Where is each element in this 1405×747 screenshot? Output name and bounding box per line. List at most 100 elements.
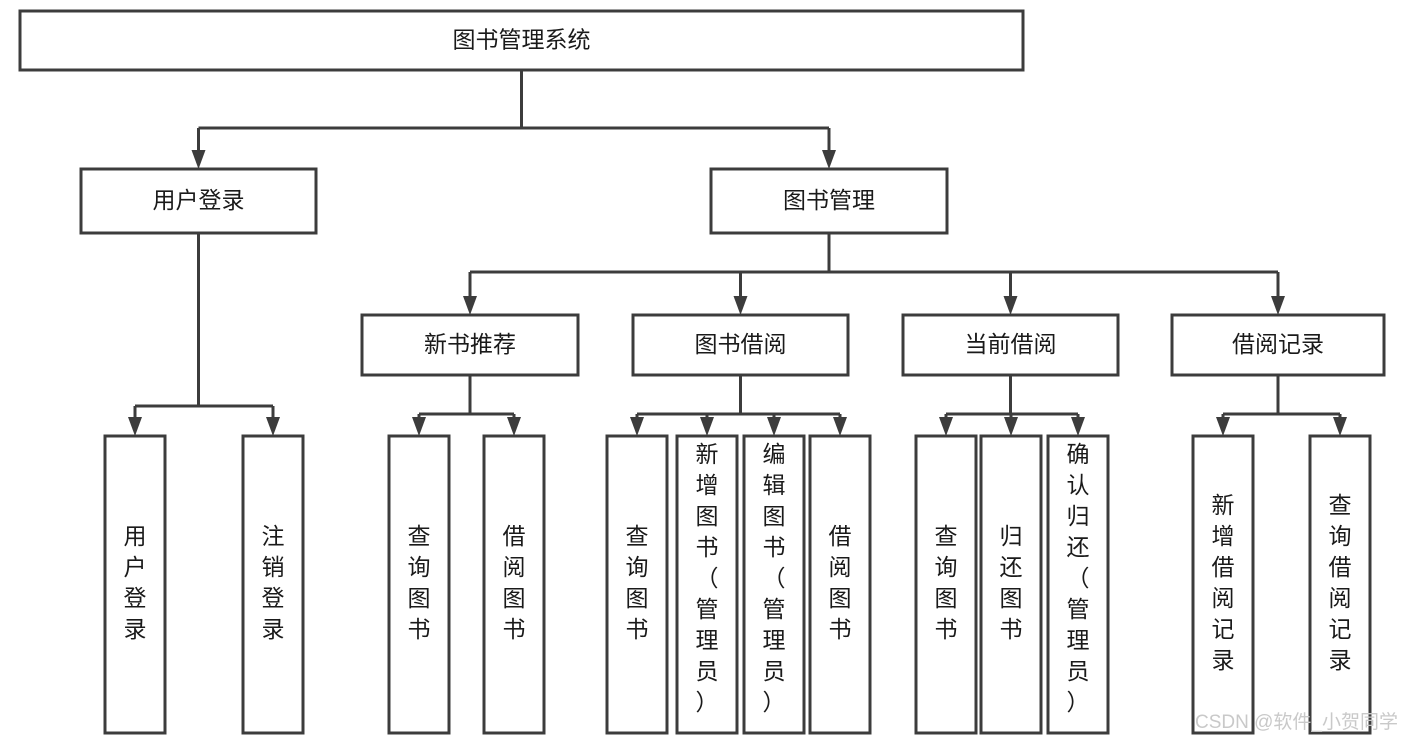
node-label: 当前借阅	[965, 331, 1057, 357]
node-label-char: 书	[408, 616, 431, 642]
node-label-char: 阅	[503, 554, 526, 580]
node-label: 新书推荐	[424, 331, 516, 357]
node-label-char: 管	[696, 596, 719, 622]
arrow-head-icon	[939, 417, 953, 436]
node-label-char: （	[696, 565, 719, 591]
node-label: 图书借阅	[695, 331, 787, 357]
node-label-char: 书	[935, 616, 958, 642]
csdn-watermark: CSDN @软件_小贺同学	[1195, 711, 1398, 733]
node-label-char: 查	[626, 523, 649, 549]
arrow-head-icon	[266, 417, 280, 436]
node-label-char: 询	[935, 554, 958, 580]
node-label-char: 理	[696, 627, 719, 653]
arrow-head-icon	[463, 296, 477, 315]
node-label-char: 注	[262, 523, 285, 549]
arrow-head-icon	[191, 150, 206, 169]
arrow-head-icon	[700, 417, 714, 436]
node-label-char: 员	[696, 658, 719, 684]
node-label-char: 询	[626, 554, 649, 580]
node-label-char: 增	[696, 472, 719, 498]
node-label-char: 归	[1000, 523, 1023, 549]
arrow-head-icon	[767, 417, 781, 436]
level3-node-图书借阅[interactable]: 图书借阅	[631, 313, 850, 377]
node-label-char: 增	[1212, 523, 1235, 549]
node-label-char: 书	[503, 616, 526, 642]
node-label-char: 借	[829, 523, 852, 549]
arrow-head-icon	[1004, 417, 1018, 436]
node-label-char: 记	[1329, 616, 1352, 642]
level3-node-借阅记录[interactable]: 借阅记录	[1170, 313, 1386, 377]
node-label: 用户登录	[153, 187, 245, 213]
node-label-char: 管	[1067, 596, 1090, 622]
node-label-char: 查	[1329, 492, 1352, 518]
arrow-head-icon	[128, 417, 142, 436]
node-layer: 图书管理系统用户登录图书管理新书推荐图书借阅当前借阅借阅记录用户登录注销登录查询…	[18, 9, 1386, 735]
node-label-char: 阅	[1212, 585, 1235, 611]
node-label-char: 还	[1067, 534, 1090, 560]
node-label-char: 图	[408, 585, 431, 611]
node-label-char: 书	[829, 616, 852, 642]
node-label-char: 借	[1329, 554, 1352, 580]
connector-layer	[128, 70, 1347, 436]
node-label-char: 录	[1329, 647, 1352, 673]
level2-node-图书管理[interactable]: 图书管理	[709, 167, 949, 235]
node-label-char: 阅	[829, 554, 852, 580]
level3-node-新书推荐[interactable]: 新书推荐	[360, 313, 580, 377]
node-label-char: 户	[124, 554, 147, 580]
arrow-head-icon	[1333, 417, 1347, 436]
node-label-char: 借	[1212, 554, 1235, 580]
node-label-char: 录	[124, 616, 147, 642]
node-label-char: ）	[1067, 689, 1090, 715]
arrow-head-icon	[833, 417, 847, 436]
arrow-head-icon	[733, 296, 748, 315]
node-label-char: 图	[935, 585, 958, 611]
node-label-char: 书	[763, 534, 786, 560]
node-label-char: 理	[1067, 627, 1090, 653]
node-label-char: 借	[503, 523, 526, 549]
node-label-char: 询	[1329, 523, 1352, 549]
node-label: 图书管理系统	[453, 27, 591, 53]
node-label-char: 确	[1067, 441, 1090, 467]
arrow-head-icon	[412, 417, 426, 436]
node-label: 图书管理	[783, 187, 875, 213]
node-label: 借阅记录	[1232, 331, 1324, 357]
node-label-char: （	[1067, 565, 1090, 591]
node-label-char: 图	[1000, 585, 1023, 611]
node-label-char: ）	[696, 689, 719, 715]
node-label-char: 图	[829, 585, 852, 611]
node-label-char: 还	[1000, 554, 1023, 580]
arrow-head-icon	[1071, 417, 1085, 436]
node-label-char: 用	[124, 523, 147, 549]
node-label-char: 管	[763, 596, 786, 622]
node-label-char: 查	[408, 523, 431, 549]
root-node-图书管理系统[interactable]: 图书管理系统	[18, 9, 1025, 72]
arrow-head-icon	[630, 417, 644, 436]
leaf-node-用户登录[interactable]: 用户登录	[103, 434, 167, 735]
node-label-char: 员	[763, 658, 786, 684]
node-label-char: 图	[626, 585, 649, 611]
node-label-char: 辑	[763, 472, 786, 498]
node-label-char: 询	[408, 554, 431, 580]
node-label-char: 编	[763, 441, 786, 467]
node-label-char: （	[763, 565, 786, 591]
level3-node-当前借阅[interactable]: 当前借阅	[901, 313, 1120, 377]
node-label-char: 新	[696, 441, 719, 467]
node-label-char: 员	[1067, 658, 1090, 684]
node-label-char: 书	[1000, 616, 1023, 642]
level2-node-用户登录[interactable]: 用户登录	[79, 167, 318, 235]
node-label-char: 图	[696, 503, 719, 529]
